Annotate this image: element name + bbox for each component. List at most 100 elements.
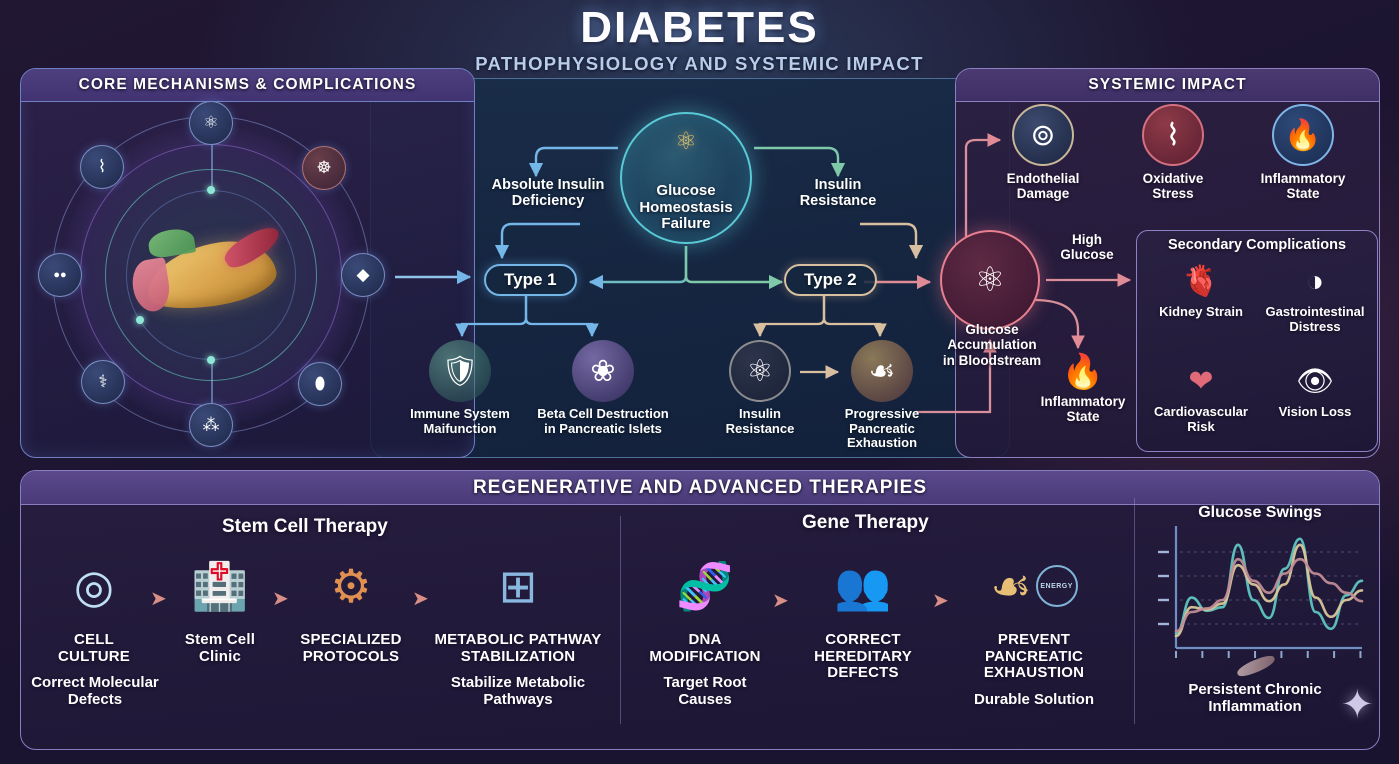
aid-line1: Absolute Insulin (491, 177, 605, 193)
pancreas-icon: ☙ (851, 340, 913, 402)
therapy-step-stem-cell-clinic[interactable]: 🏥 Stem Cell Clinic (168, 540, 272, 665)
hg-l2: Glucose (1060, 247, 1114, 263)
ir2-l1: Inflammatory (1040, 394, 1126, 409)
insulin-resistance-item[interactable]: ⚛ Insulin Resistance (700, 340, 820, 436)
wheel-node-eyes[interactable]: ●● (38, 253, 82, 297)
wheel-spoke-bottom (211, 358, 213, 404)
wheel-node-molecule[interactable]: ⚛ (189, 101, 233, 145)
mp-t2: STABILIZATION (460, 647, 576, 665)
ir-line2: Resistance (799, 192, 877, 209)
inflammatory-right-label: Inflammatory State (1034, 394, 1132, 425)
ppe-label: Progressive Pancreatic Exhaustion (822, 406, 942, 451)
cv-l1: Cardiovascular (1154, 404, 1248, 419)
glucose-accumulation-node[interactable]: ⚛ (940, 230, 1040, 330)
sc-t1: Stem Cell (184, 631, 256, 648)
metabolic-sub: Stabilize Metabolic Pathways (428, 674, 608, 709)
wheel-node-virus[interactable]: ☸ (302, 146, 346, 190)
therapy-step-prevent-pancreatic-exhaustion[interactable]: ☙ ENERGY PREVENT PANCREATIC EXHAUSTION D… (954, 540, 1114, 708)
immune-system-malfunction-item[interactable]: 🛡 Immune System Maifunction (400, 340, 520, 436)
dna-node-icon: ⌇ (97, 157, 107, 176)
cardiovascular-risk-item[interactable]: ❤ Cardiovascular Risk (1145, 359, 1257, 434)
ch-t2: HEREDITARY (814, 647, 912, 665)
wheel-joint-bottom (207, 356, 215, 364)
kidney-strain-item[interactable]: 🫀 Kidney Strain (1145, 259, 1257, 320)
stomach-icon: ◑ (1305, 265, 1325, 298)
wheel-joint-top (207, 186, 215, 194)
glucose-homeostasis-hub[interactable]: ⚛ Glucose Homeostasis Failure (620, 112, 752, 244)
endo-l2: Damage (1016, 186, 1070, 202)
step-arrow-5: ➤ (932, 590, 949, 612)
protocols-title: SPECIALIZED PROTOCOLS (290, 631, 412, 665)
hub-line3: Failure (661, 214, 711, 232)
mp-s2: Pathways (483, 690, 553, 708)
core-mechanisms-header: CORE MECHANISMS & COMPLICATIONS (21, 69, 474, 102)
hub-line2: Homeostasis (639, 198, 733, 216)
dna-s2: Causes (678, 690, 732, 708)
hub-label: Glucose Homeostasis Failure (639, 183, 732, 232)
type-2-node[interactable]: Type 2 (784, 264, 877, 296)
islet-cells-icon: ❀ (572, 340, 634, 402)
endo-l1: Endothelial (1006, 171, 1080, 186)
pathway-flowchart-icon: ⊞ (498, 560, 538, 612)
dna-t1: DNA (688, 631, 722, 648)
insres-l1: Insulin (739, 406, 781, 421)
droplet-node-icon: ◆ (356, 265, 370, 284)
vision-label: Vision Loss (1278, 404, 1352, 419)
ir2-l2: State (1066, 409, 1100, 425)
dna-t2: MODIFICATION (649, 647, 761, 665)
stem-cell-therapy-title: Stem Cell Therapy (222, 516, 388, 537)
dna-title: DNA MODIFICATION (640, 631, 770, 665)
oxidative-stress-item[interactable]: ⌇ Oxidative Stress (1118, 104, 1228, 201)
sp-t2: PROTOCOLS (302, 647, 400, 665)
pancreas-glyph: ☙ (990, 560, 1032, 612)
pancreas-organ-icon (136, 219, 286, 331)
immune-label: Immune System Maifunction (400, 406, 520, 436)
wheel-node-capsule[interactable]: ⬮ (298, 362, 342, 406)
wheel-node-droplet[interactable]: ◆ (341, 253, 385, 297)
wheel-joint-bottom-left (136, 316, 144, 324)
therapy-step-correct-hereditary-defects[interactable]: 👥 CORRECT HEREDITARY DEFECTS (796, 540, 930, 682)
chart-caption: Persistent Chronic Inflammation (1140, 681, 1370, 716)
gastrointestinal-distress-item[interactable]: ◑ Gastrointestinal Distress (1259, 259, 1371, 334)
beta-l1: Beta Cell Destruction (537, 406, 669, 421)
mp-s1: Stabilize Metabolic (450, 674, 586, 691)
endothelial-damage-item[interactable]: ⊚ Endothelial Damage (988, 104, 1098, 201)
inflammatory-label: Inflammatory State (1248, 171, 1358, 201)
glucose-swings-card: Glucose Swings ✦ Persistent Chronic Infl… (1140, 486, 1380, 744)
cell-culture-icon: ◎ (73, 560, 115, 612)
insres-l2: Resistance (725, 420, 795, 436)
endothelial-cells-icon: ⊚ (1012, 104, 1074, 166)
wheel-node-dna[interactable]: ⌇ (80, 145, 124, 189)
aid-line2: Deficiency (511, 192, 585, 209)
inflammatory-state-item[interactable]: 🔥 Inflammatory State (1248, 104, 1358, 201)
vision-loss-item[interactable]: 👁 Vision Loss (1259, 359, 1371, 420)
therapy-step-metabolic-pathway[interactable]: ⊞ METABOLIC PATHWAY STABILIZATION Stabil… (428, 540, 608, 709)
pancreas-gauge-icon: ☙ ENERGY (954, 540, 1114, 632)
chart-title: Glucose Swings (1198, 504, 1322, 521)
therapy-divider-2 (1134, 498, 1135, 724)
therapy-step-dna-modification[interactable]: 🧬 DNA MODIFICATION Target Root Causes (640, 540, 770, 709)
capsule-node-icon: ⬮ (314, 374, 326, 393)
therapy-step-cell-culture[interactable]: ◎ CELL CULTURE Correct Molecular Defects (31, 540, 159, 709)
shield-icon: 🛡 (429, 340, 491, 402)
page-title: DIABETES (580, 3, 819, 52)
wheel-node-activity[interactable]: ⚕ (81, 360, 125, 404)
cc-t1: CELL (74, 631, 114, 648)
pp-t2: PANCREATIC (984, 647, 1084, 665)
cell-culture-title: CELL CULTURE (34, 631, 154, 665)
wheel-node-network[interactable]: ⁂ (189, 403, 233, 447)
cc-s1: Correct Molecular (31, 674, 159, 691)
inflammatory-state-right-item[interactable]: 🔥 Inflammatory State (1034, 352, 1132, 425)
cardio-label: Cardiovascular Risk (1145, 404, 1257, 434)
step-arrow-3: ➤ (412, 588, 429, 610)
beta-cell-destruction-item[interactable]: ❀ Beta Cell Destruction in Pancreatic Is… (528, 340, 678, 436)
oxidative-label: Oxidative Stress (1118, 171, 1228, 201)
pp-t1: PREVENT (997, 631, 1071, 648)
progressive-pancreatic-exhaustion-item[interactable]: ☙ Progressive Pancreatic Exhaustion (822, 340, 942, 451)
gene-therapy-title: Gene Therapy (802, 512, 929, 533)
secondary-complications-box: Secondary Complications 🫀 Kidney Strain … (1136, 230, 1378, 452)
therapy-step-specialized-protocols[interactable]: ⚙ SPECIALIZED PROTOCOLS (290, 540, 412, 665)
type-1-node[interactable]: Type 1 (484, 264, 577, 296)
molecule-icon: ⚛ (675, 128, 697, 155)
eyes-node-icon: ●● (53, 269, 67, 281)
